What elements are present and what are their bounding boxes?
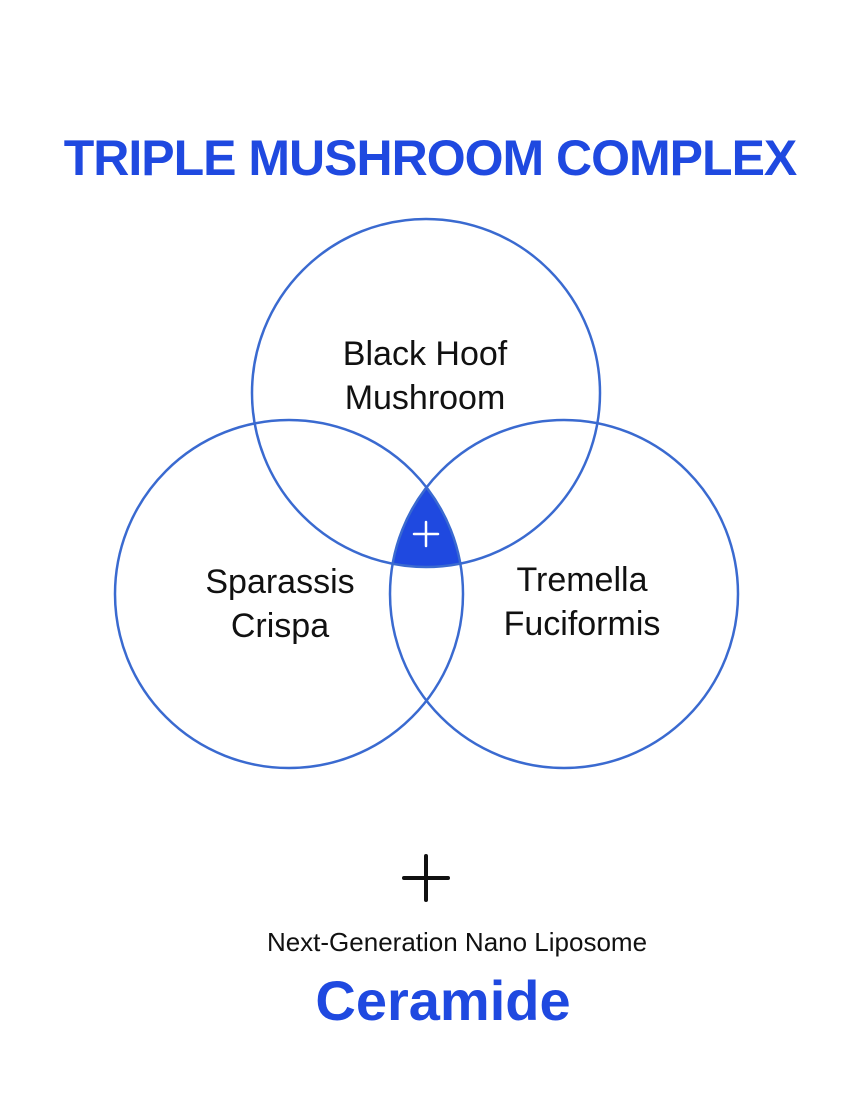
plus-icon <box>412 520 440 548</box>
label-black-hoof-mushroom: Black Hoof Mushroom <box>342 335 508 417</box>
label-sparassis-crispa: Sparassis Crispa <box>205 563 355 645</box>
circle-black-hoof-mushroom <box>250 217 602 569</box>
plus-icon <box>402 854 450 902</box>
ingredient-title: Ceramide <box>315 969 571 1032</box>
ingredient-subtitle: Next-Generation Nano Liposome <box>266 927 648 957</box>
circle-sparassis-crispa <box>113 418 465 770</box>
label-tremella-fuciformis: Tremella Fuciformis <box>503 561 661 643</box>
page-title: TRIPLE MUSHROOM COMPLEX <box>63 130 798 186</box>
circle-tremella-fuciformis <box>388 418 740 770</box>
